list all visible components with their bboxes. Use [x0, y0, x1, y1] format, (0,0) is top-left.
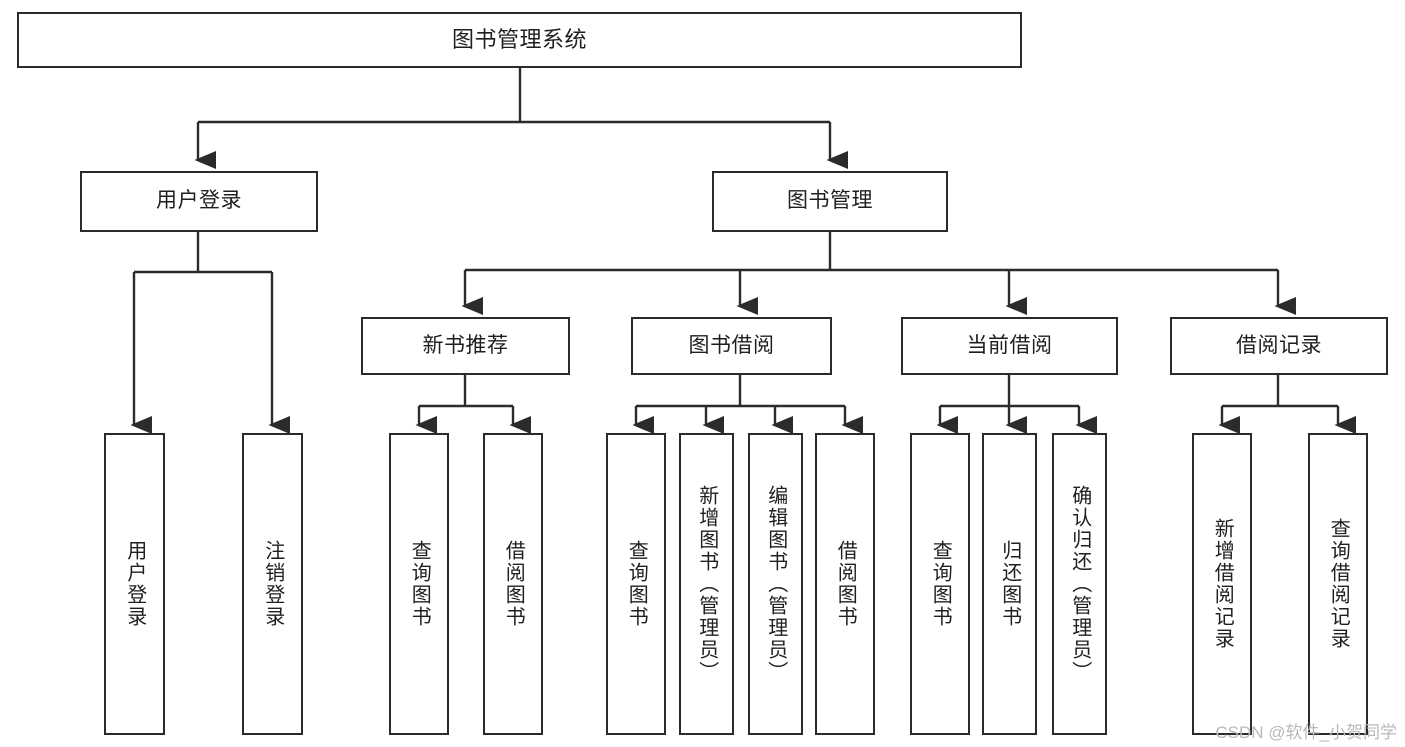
node-root-label: 图书管理系统 [451, 27, 587, 53]
node-root[interactable]: 图书管理系统 [17, 12, 1022, 68]
node-book-borrow[interactable]: 图书借阅 [631, 317, 832, 375]
node-leaf-borrow-book-2-label: 借阅图书 [834, 540, 857, 628]
node-leaf-edit-book[interactable]: 编辑图书（管理员） [748, 433, 803, 735]
node-leaf-confirm-return[interactable]: 确认归还（管理员） [1052, 433, 1107, 735]
node-leaf-user-login[interactable]: 用户登录 [104, 433, 165, 735]
node-leaf-query-book-2-label: 查询图书 [625, 540, 648, 628]
node-leaf-return-book[interactable]: 归还图书 [982, 433, 1037, 735]
node-leaf-user-login-label: 用户登录 [123, 540, 146, 628]
node-leaf-borrow-book-2[interactable]: 借阅图书 [815, 433, 875, 735]
node-leaf-add-book[interactable]: 新增图书（管理员） [679, 433, 734, 735]
node-leaf-return-book-label: 归还图书 [998, 540, 1021, 628]
node-book-management-label: 图书管理 [787, 189, 873, 213]
node-leaf-logout-login-label: 注销登录 [261, 540, 284, 628]
node-leaf-edit-book-label: 编辑图书（管理员） [764, 485, 787, 683]
node-leaf-add-book-label: 新增图书（管理员） [695, 485, 718, 683]
node-leaf-query-book-1[interactable]: 查询图书 [389, 433, 449, 735]
node-borrow-record-label: 借阅记录 [1236, 333, 1322, 357]
node-leaf-borrow-book-1-label: 借阅图书 [502, 540, 525, 628]
node-leaf-query-book-1-label: 查询图书 [408, 540, 431, 628]
node-new-book-recommend[interactable]: 新书推荐 [361, 317, 570, 375]
watermark-text: CSDN @软件_小贺同学 [1215, 723, 1397, 742]
node-leaf-confirm-return-label: 确认归还（管理员） [1068, 485, 1091, 683]
node-book-borrow-label: 图书借阅 [688, 333, 775, 357]
node-leaf-logout-login[interactable]: 注销登录 [242, 433, 303, 735]
node-borrow-record[interactable]: 借阅记录 [1170, 317, 1388, 375]
node-leaf-query-book-3[interactable]: 查询图书 [910, 433, 970, 735]
node-user-login-label: 用户登录 [156, 189, 242, 213]
node-leaf-add-record[interactable]: 新增借阅记录 [1192, 433, 1252, 735]
node-leaf-query-record-label: 查询借阅记录 [1327, 518, 1350, 650]
node-book-management[interactable]: 图书管理 [712, 171, 948, 232]
node-leaf-add-record-label: 新增借阅记录 [1211, 518, 1234, 650]
node-leaf-query-book-2[interactable]: 查询图书 [606, 433, 666, 735]
node-leaf-query-record[interactable]: 查询借阅记录 [1308, 433, 1368, 735]
node-current-borrow[interactable]: 当前借阅 [901, 317, 1118, 375]
node-user-login[interactable]: 用户登录 [80, 171, 318, 232]
node-current-borrow-label: 当前借阅 [966, 333, 1053, 357]
node-leaf-borrow-book-1[interactable]: 借阅图书 [483, 433, 543, 735]
node-new-book-recommend-label: 新书推荐 [422, 333, 509, 357]
node-leaf-query-book-3-label: 查询图书 [929, 540, 952, 628]
